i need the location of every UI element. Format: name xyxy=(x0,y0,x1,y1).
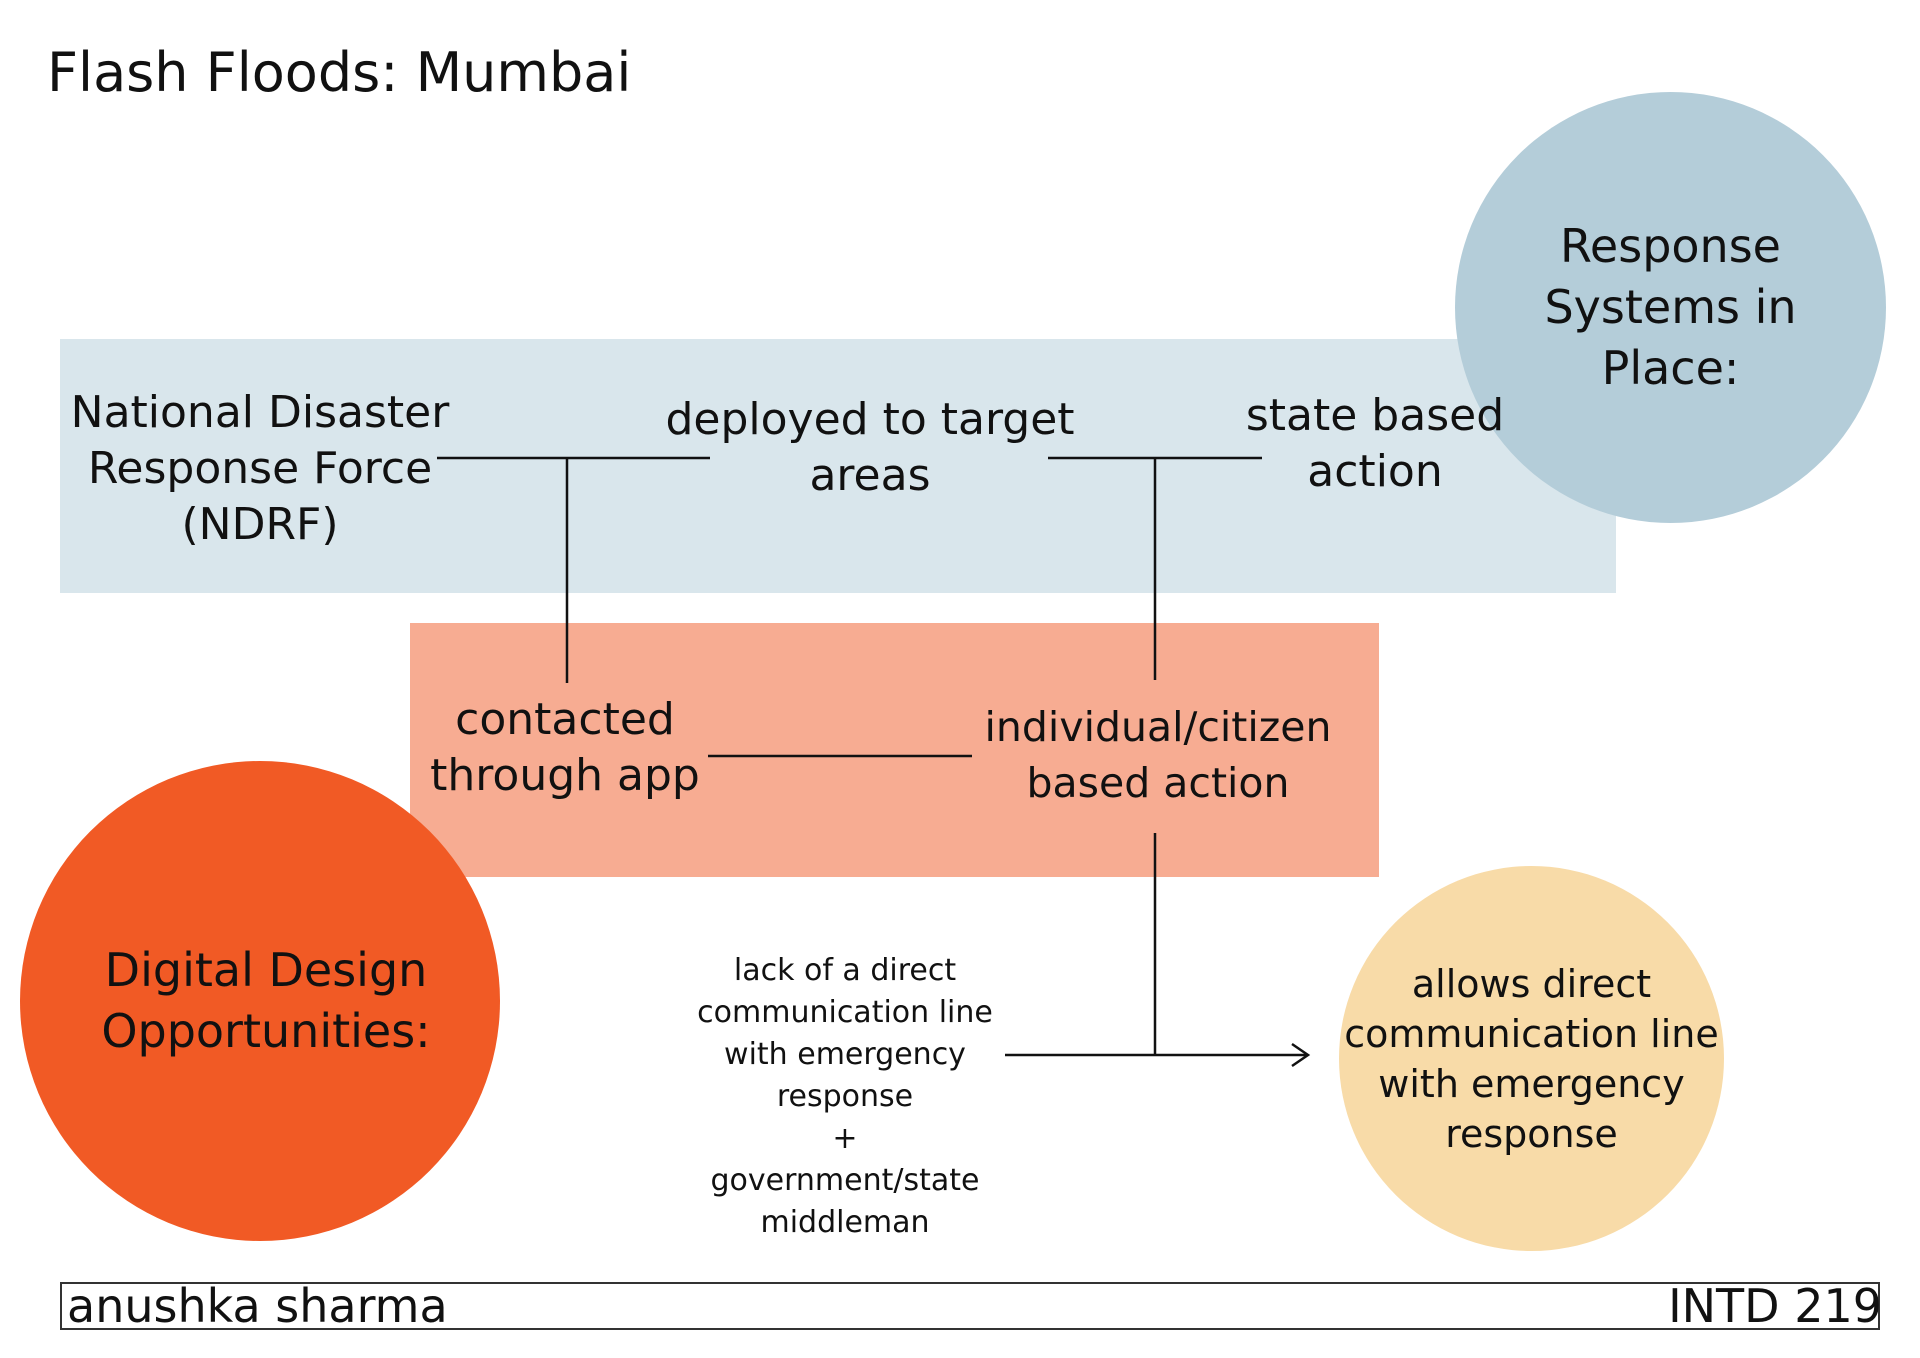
contacted-label: contacted through app xyxy=(430,694,700,801)
ndrf-label: National Disaster Response Force (NDRF) xyxy=(70,387,450,550)
state-based-label: state based action xyxy=(1245,390,1505,497)
arrow-head-icon xyxy=(1291,1042,1311,1068)
digital-design-heading: Digital Design Opportunities: xyxy=(101,943,431,1058)
allows-direct-circle: allows direct communication line with em… xyxy=(1339,866,1724,1251)
individual-label: individual/citizen based action xyxy=(984,703,1332,807)
author-name: anushka sharma xyxy=(67,1279,448,1333)
response-systems-band xyxy=(60,339,1616,593)
footer-bar xyxy=(60,1282,1880,1330)
deployed-label: deployed to target areas xyxy=(665,394,1075,501)
course-code: INTD 219 xyxy=(1668,1279,1882,1333)
response-systems-circle: Response Systems in Place: xyxy=(1455,92,1886,523)
page-title: Flash Floods: Mumbai xyxy=(47,41,632,104)
digital-opportunities-band xyxy=(410,623,1379,877)
digital-design-circle: Digital Design Opportunities: xyxy=(20,761,500,1241)
lack-label: lack of a direct communication line with… xyxy=(697,953,993,1240)
allows-direct-label: allows direct communication line with em… xyxy=(1344,961,1719,1156)
response-systems-heading: Response Systems in Place: xyxy=(1544,219,1797,395)
